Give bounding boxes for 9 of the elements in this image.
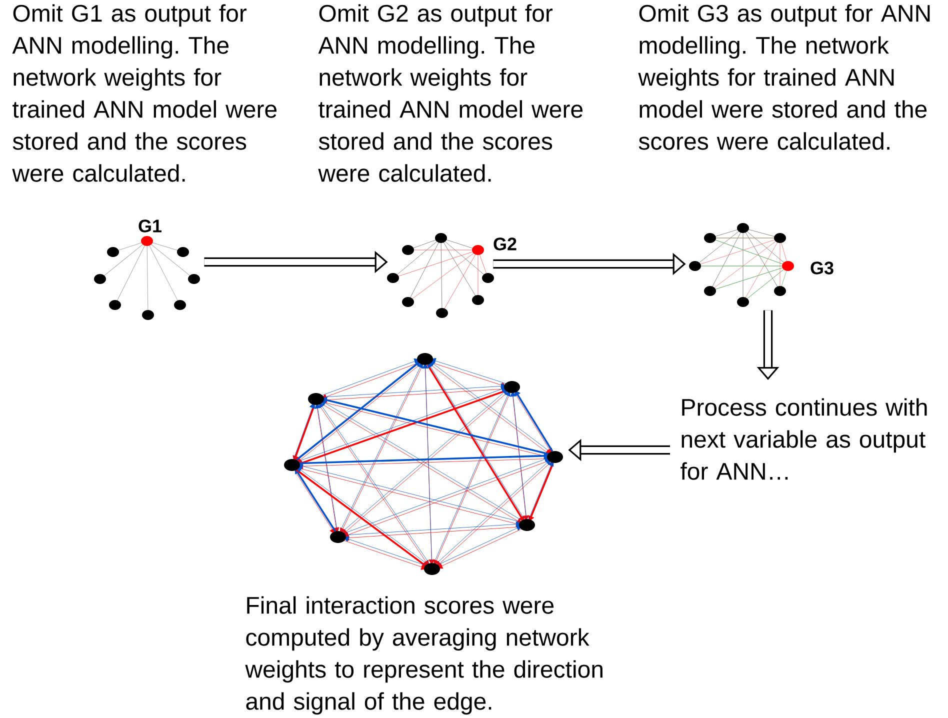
description-text: Omit G3 as output for ANN modelling. The network weights for trained ANN model were stored and the scores were calculated. — [638, 4, 930, 150]
step-text: Process continues with next variable as output for ANN… — [680, 398, 927, 480]
description-text: Omit G1 as output for ANN modelling. The network weights for trained ANN model were stored and the scores were calculated. — [12, 4, 276, 182]
node-label: G1 — [138, 220, 162, 232]
node-label: G3 — [810, 262, 834, 274]
description-text: Final interaction scores were computed by averaging network weights to represent the direction and signal of the edge. — [245, 596, 602, 715]
network-drawing — [284, 353, 563, 575]
description-text: Omit G2 as output for ANN modelling. The network weights for trained ANN model were stored and the scores were calculated. — [318, 4, 582, 182]
node-label: G2 — [494, 238, 516, 250]
